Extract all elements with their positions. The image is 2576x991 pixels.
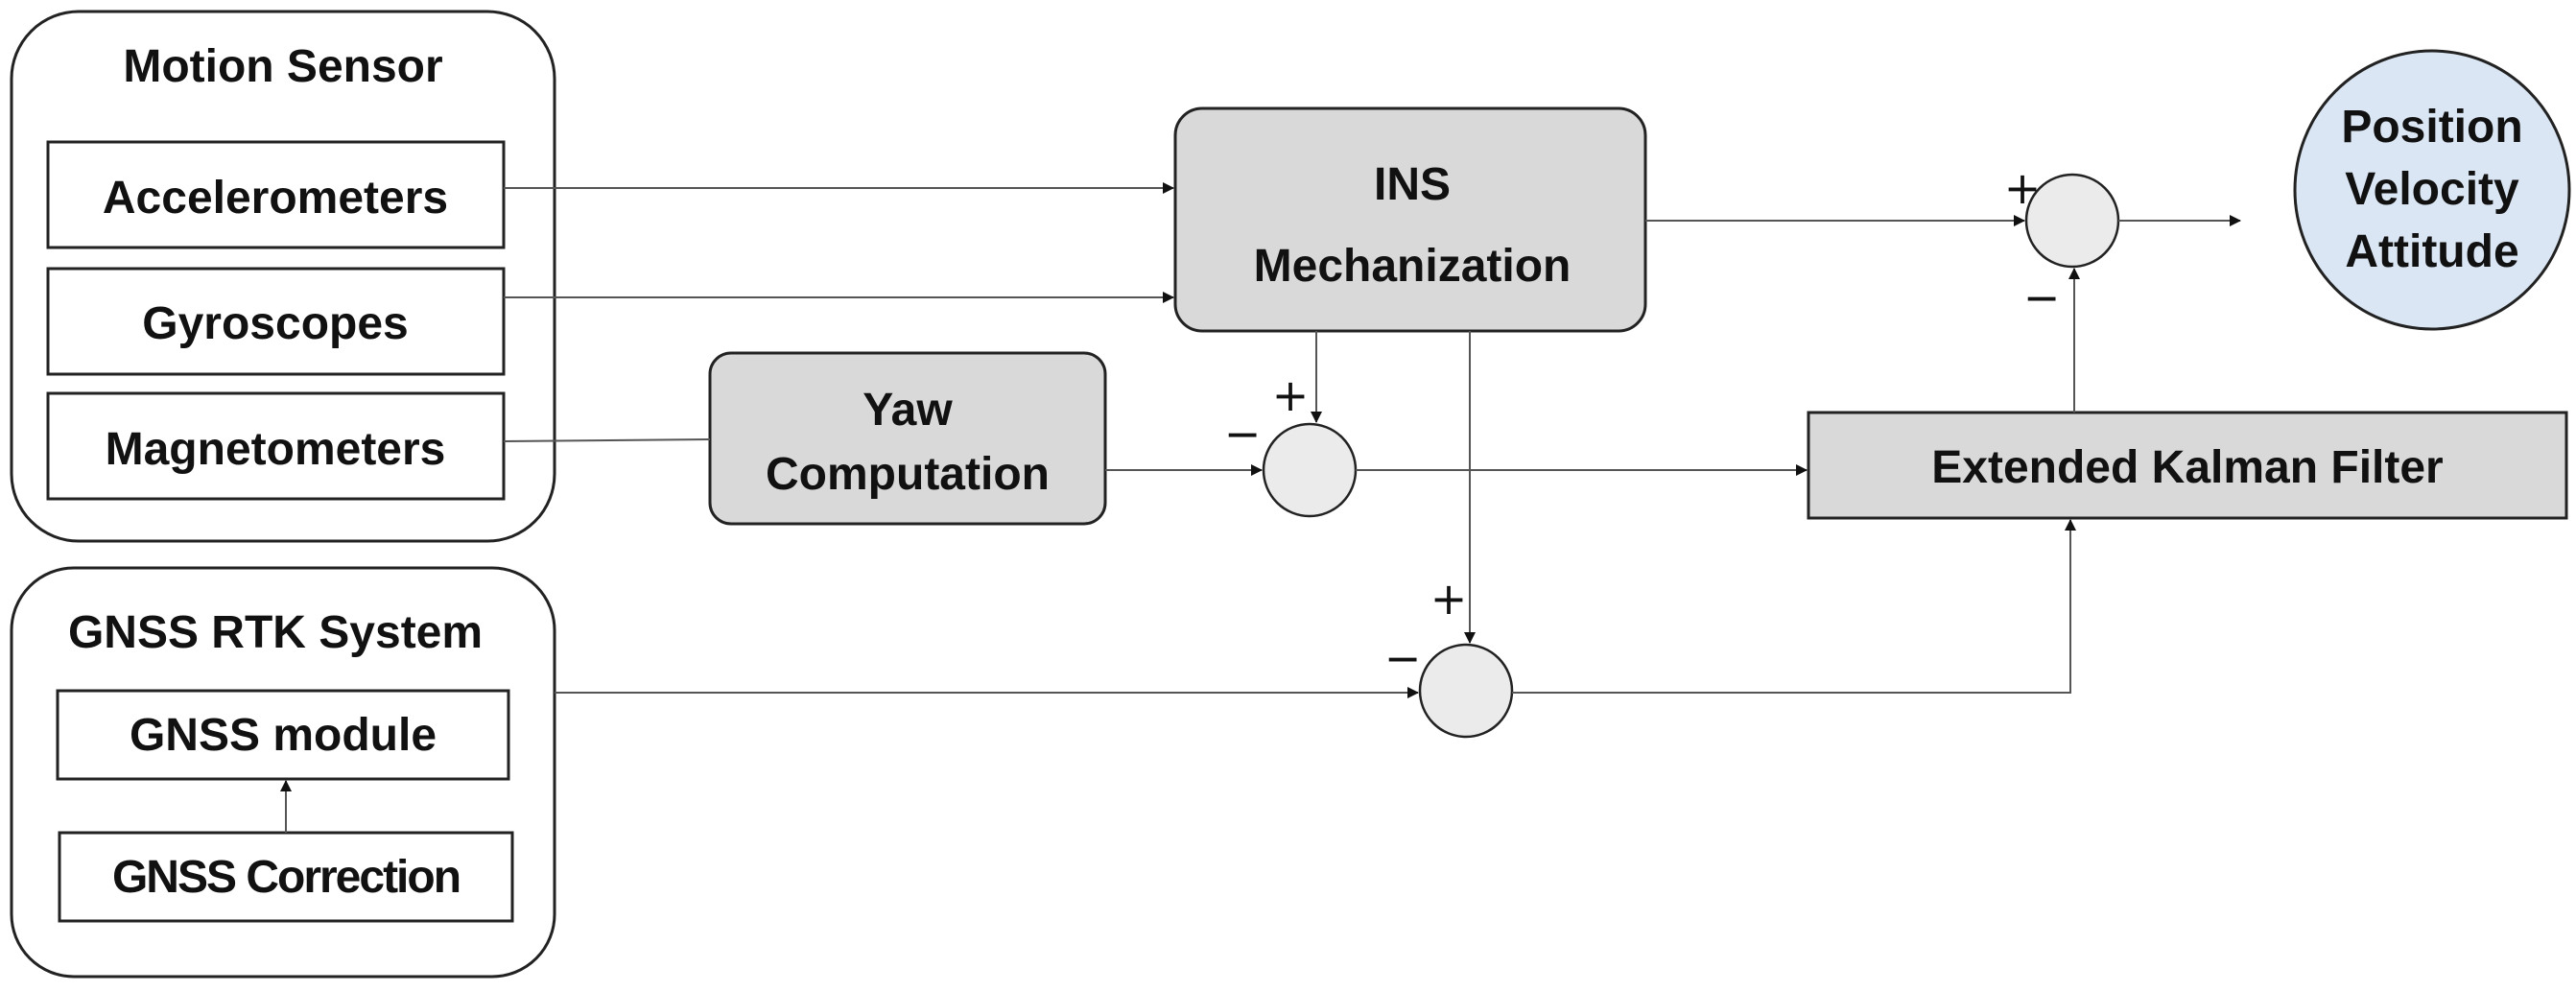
output-velocity: Velocity xyxy=(2345,164,2519,215)
gnss-sum-plus: + xyxy=(1430,573,1468,625)
yaw-sum-junction xyxy=(1262,422,1358,518)
motion-sensor-title: Motion Sensor xyxy=(123,41,442,92)
magnetometers-box xyxy=(46,391,506,501)
motion-sensor-group: Motion Sensor Accelerometers Gyroscopes … xyxy=(10,10,556,543)
gnss-sum-junction xyxy=(1418,643,1514,739)
gnss-rtk-group: GNSS RTK System GNSS module GNSS Correct… xyxy=(10,566,556,979)
output-position: Position xyxy=(2341,102,2522,153)
accelerometers-box xyxy=(46,140,506,249)
accelerometers-label: Accelerometers xyxy=(103,173,448,224)
yaw-sum-plus: + xyxy=(1272,369,1310,421)
ins-label-line2: Mechanization xyxy=(1254,241,1572,292)
output-sum-plus: + xyxy=(2004,162,2042,214)
yaw-sum-minus: − xyxy=(1224,408,1262,460)
gnss-correction-label: GNSS Correction xyxy=(112,852,460,903)
extended-kalman-filter-block: Extended Kalman Filter xyxy=(1807,411,2568,520)
output-ellipse: Position Velocity Attitude xyxy=(2293,49,2571,331)
gnss-module-box xyxy=(56,689,510,781)
yaw-label-line2: Computation xyxy=(766,449,1050,500)
gnss-sum-to-ekf-arrow xyxy=(1512,519,2076,694)
ekf-label: Extended Kalman Filter xyxy=(1931,442,2443,493)
yaw-label-line1: Yaw xyxy=(863,385,953,436)
gnss-correction-box xyxy=(58,831,514,923)
output-attitude: Attitude xyxy=(2345,226,2518,277)
connectors xyxy=(280,182,2241,833)
ins-label-line1: INS xyxy=(1374,159,1451,210)
gyroscopes-box xyxy=(46,267,506,376)
yaw-computation-block: Yaw Computation xyxy=(708,351,1107,526)
gnss-module-label: GNSS module xyxy=(130,710,437,761)
gyroscopes-label: Gyroscopes xyxy=(142,298,408,349)
output-sum-minus: − xyxy=(2023,271,2061,323)
gnss-rtk-title: GNSS RTK System xyxy=(68,607,483,658)
magnetometers-label: Magnetometers xyxy=(106,424,446,475)
gnss-sum-minus: − xyxy=(1384,632,1422,684)
ins-mechanization-block: INS Mechanization xyxy=(1173,106,1647,333)
mag-to-yaw-line xyxy=(503,438,711,442)
